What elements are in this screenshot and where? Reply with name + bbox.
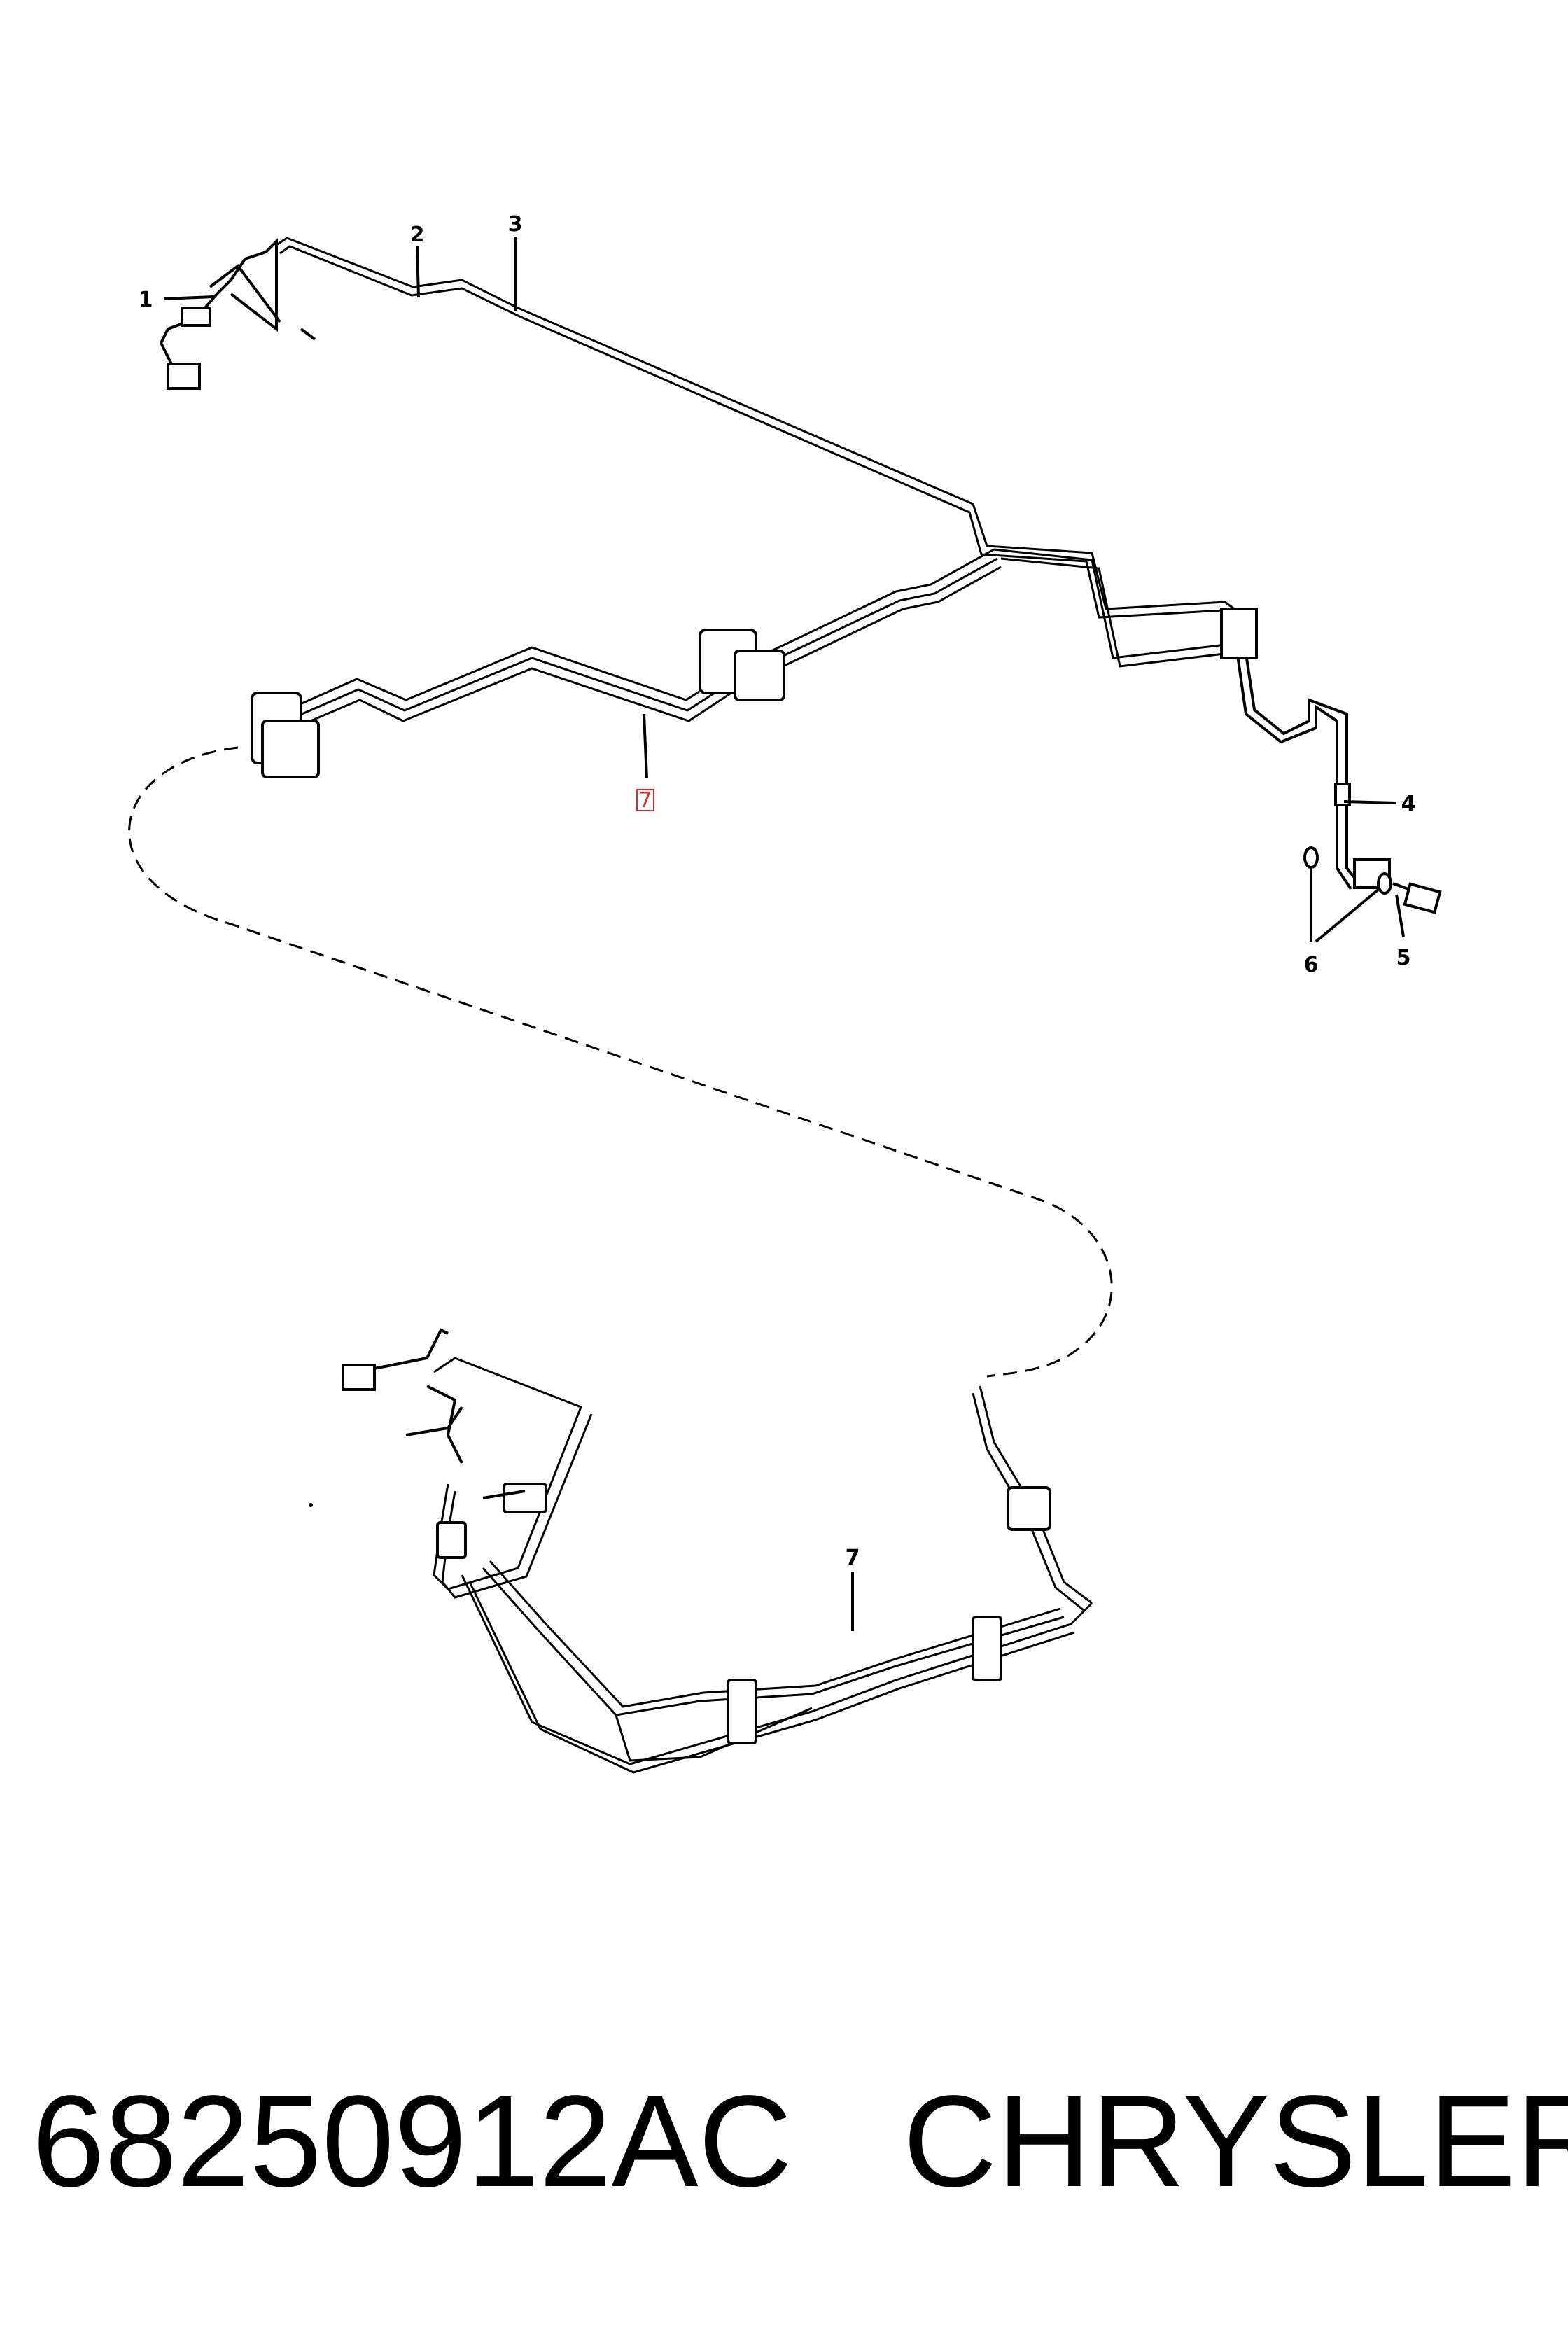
callout-label: 7 <box>846 1546 860 1570</box>
rear-brake-tube-upper <box>293 548 1236 729</box>
banjo-bolt-icon <box>1392 882 1442 914</box>
callout-label: 4 <box>1401 792 1416 816</box>
brake-hose-assembly <box>1220 608 1391 890</box>
brand-name: CHRYSLER <box>903 2069 1568 2214</box>
part-number: 68250912AC <box>32 2069 792 2214</box>
sealing-washer-icon <box>1303 846 1392 895</box>
rear-brake-tube-lower <box>433 1357 1093 1774</box>
callout-label: 6 <box>1304 953 1319 977</box>
callout-label: 1 <box>139 288 153 312</box>
lower-tube-clips <box>436 1483 1051 1744</box>
callout-label: 3 <box>508 212 523 237</box>
dashed-routing-path <box>128 746 1113 1378</box>
callout-label: 5 <box>1396 946 1411 970</box>
highlight-box <box>636 789 654 811</box>
leader-lines <box>163 237 1405 1631</box>
stray-dot <box>309 1503 313 1507</box>
callout-label: 2 <box>410 223 425 247</box>
upper-tube-clips <box>251 629 785 778</box>
front-left-fitting <box>159 238 316 390</box>
rear-left-fitting <box>342 1328 526 1499</box>
callout-label: 7 <box>638 788 652 813</box>
front-brake-tube <box>276 237 1254 631</box>
